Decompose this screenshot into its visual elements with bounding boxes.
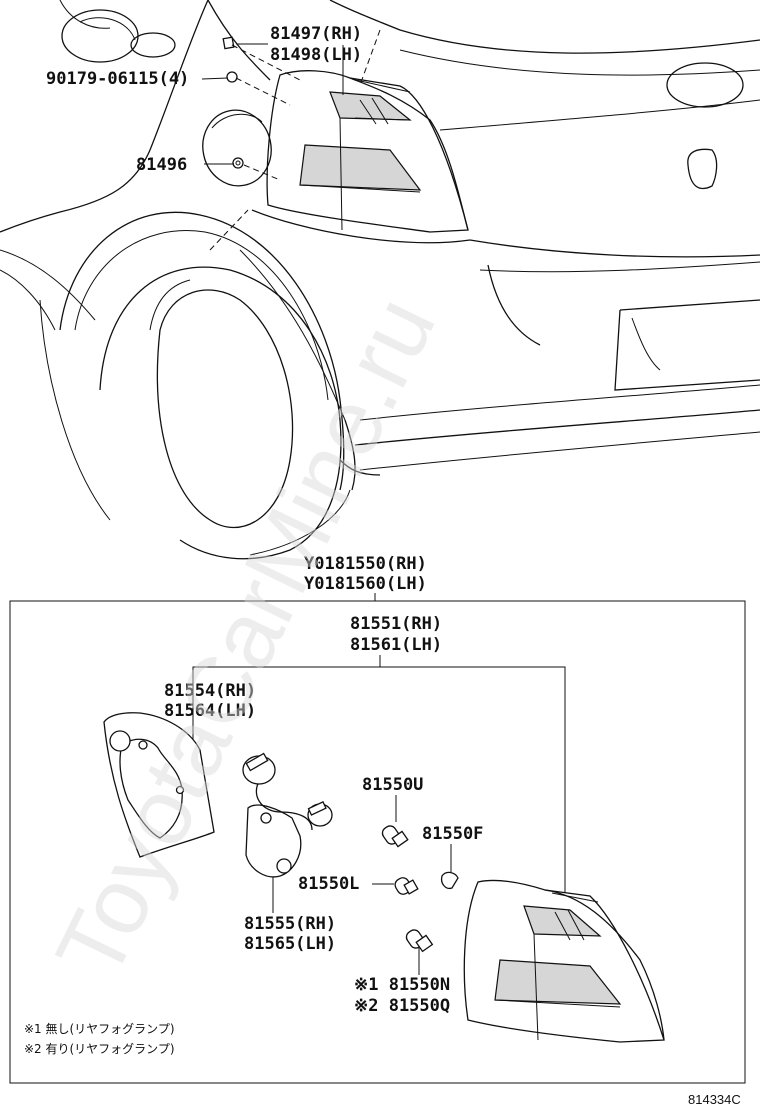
bulbs xyxy=(381,825,459,953)
callout-81550u: 81550U xyxy=(362,775,423,795)
callout-81561: 81561(LH) xyxy=(350,635,442,655)
bulb-81550f xyxy=(440,871,459,890)
footnotes: ※1 無し(リヤフォグランプ) ※2 有り(リヤフォグランプ) xyxy=(24,1021,175,1056)
note-1: ※1 無し(リヤフォグランプ) xyxy=(24,1021,175,1036)
callout-81565: 81565(LH) xyxy=(244,934,336,954)
tail-lamp-installed xyxy=(266,70,469,233)
callout-81498: 81498(LH) xyxy=(270,45,362,65)
assembly-frame xyxy=(9,600,746,1084)
tail-lamp-81551 xyxy=(463,879,665,1043)
upper-callouts: 81497(RH) 81498(LH) 90179-06115(4) 81496 xyxy=(46,24,362,175)
bulb-81550l xyxy=(394,877,419,895)
gasket-81554 xyxy=(103,712,215,858)
bulb-81550u xyxy=(381,825,409,848)
callout-90179-06115: 90179-06115(4) xyxy=(46,69,189,89)
callout-81555: 81555(RH) xyxy=(244,914,336,934)
callout-81496: 81496 xyxy=(136,155,187,175)
callout-y0181550: Y0181550(RH) xyxy=(304,554,427,574)
assembly-group: Y0181550(RH) Y0181560(LH) xyxy=(9,554,746,1084)
callout-81551: 81551(RH) xyxy=(350,614,442,634)
note-2: ※2 有り(リヤフォグランプ) xyxy=(24,1042,175,1056)
callout-81550q: ※2 81550Q xyxy=(354,996,450,1016)
fasteners-upper xyxy=(222,36,244,169)
callout-81550n: ※1 81550N xyxy=(354,975,450,995)
callout-y0181560: Y0181560(LH) xyxy=(304,574,427,594)
assembly-guides xyxy=(209,29,381,251)
socket-wire-81555 xyxy=(242,752,333,878)
callout-81497: 81497(RH) xyxy=(270,24,362,44)
figure-code: 814334C xyxy=(688,1092,741,1107)
bulb-81550n xyxy=(405,929,434,953)
car-body-drawing xyxy=(0,0,760,560)
callout-81550l: 81550L xyxy=(298,874,359,894)
lower-callouts: 81551(RH) 81561(LH) 81554(RH) 81564(LH) … xyxy=(164,614,566,1016)
callout-81554: 81554(RH) xyxy=(164,681,256,701)
callout-81564: 81564(LH) xyxy=(164,701,256,721)
callout-81550f: 81550F xyxy=(422,824,483,844)
